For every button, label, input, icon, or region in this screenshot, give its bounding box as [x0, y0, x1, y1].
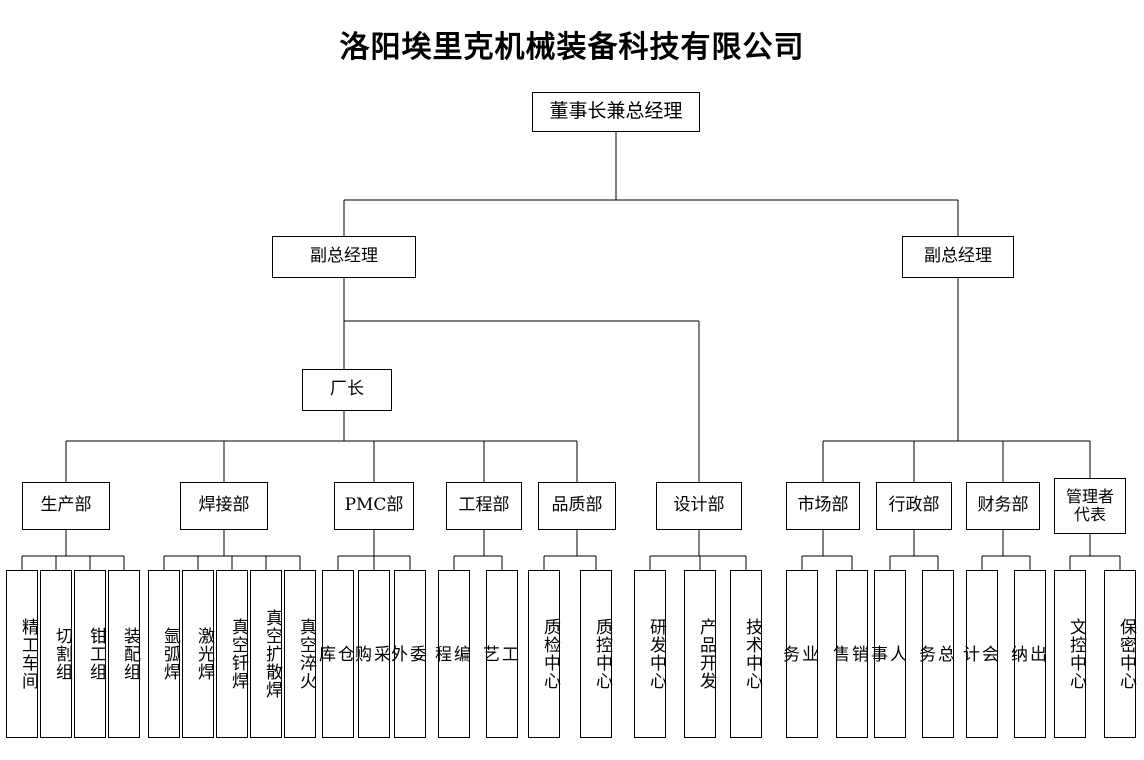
leaf-label: 钳工组 [86, 627, 106, 681]
department-box-welding[interactable]: 焊接部 [180, 482, 268, 530]
department-label-line2: 代表 [1073, 505, 1106, 524]
leaf-label: 真空钎焊 [228, 618, 248, 690]
leaf-box[interactable]: 出纳 [1006, 570, 1046, 738]
leaf-label: 技术中心 [742, 618, 762, 690]
vp-left-box[interactable]: 副总经理 [272, 236, 416, 278]
vp-right-box-label: 副总经理 [924, 246, 992, 267]
leaf-box[interactable]: 会计 [958, 570, 998, 738]
leaf-box[interactable]: 切割组 [40, 570, 72, 738]
leaf-label: 工艺 [478, 645, 518, 663]
leaf-label: 氩弧焊 [160, 627, 180, 681]
leaf-box[interactable]: 真空淬火 [284, 570, 316, 738]
leaf-box[interactable]: 钳工组 [74, 570, 106, 738]
leaf-label: 质控中心 [592, 618, 612, 690]
leaf-box[interactable]: 业务 [778, 570, 818, 738]
leaf-box[interactable]: 产品开发 [684, 570, 716, 738]
leaf-label: 激光焊 [194, 627, 214, 681]
plant-director-box-label: 厂长 [330, 379, 364, 400]
department-box-engineering[interactable]: 工程部 [446, 482, 522, 530]
department-label: 行政部 [888, 495, 940, 516]
leaf-box[interactable]: 质检中心 [528, 570, 560, 738]
leaf-box[interactable]: 真空钎焊 [216, 570, 248, 738]
leaf-box[interactable]: 真空扩散焊 [250, 570, 282, 738]
leaf-label: 切割组 [52, 627, 72, 681]
leaf-label: 仓库 [314, 645, 354, 663]
leaf-label: 会计 [958, 645, 998, 663]
leaf-label: 出纳 [1006, 645, 1046, 663]
leaf-label: 销售 [828, 645, 868, 663]
leaf-box[interactable]: 精工车间 [6, 570, 38, 738]
department-label: PMC部 [344, 495, 404, 516]
chairman-box[interactable]: 董事长兼总经理 [532, 92, 700, 132]
leaf-box[interactable]: 仓库 [314, 570, 354, 738]
leaf-box[interactable]: 销售 [828, 570, 868, 738]
leaf-box[interactable]: 氩弧焊 [148, 570, 180, 738]
leaf-label: 人事 [866, 645, 906, 663]
department-label: 焊接部 [198, 495, 250, 516]
department-box-finance[interactable]: 财务部 [966, 482, 1040, 530]
leaf-label: 保密中心 [1116, 618, 1136, 690]
leaf-box[interactable]: 人事 [866, 570, 906, 738]
vp-left-box-label: 副总经理 [310, 246, 378, 267]
leaf-label: 编程 [430, 645, 470, 663]
leaf-box[interactable]: 装配组 [108, 570, 140, 738]
department-label: 品质部 [551, 495, 603, 516]
leaf-label: 业务 [778, 645, 818, 663]
department-label: 生产部 [40, 495, 92, 516]
leaf-box[interactable]: 研发中心 [634, 570, 666, 738]
leaf-label: 装配组 [120, 627, 140, 681]
department-box-design[interactable]: 设计部 [656, 482, 742, 530]
department-label: 设计部 [673, 495, 725, 516]
leaf-box[interactable]: 文控中心 [1054, 570, 1086, 738]
department-box-admin[interactable]: 行政部 [876, 482, 952, 530]
plant-director-box[interactable]: 厂长 [302, 369, 392, 411]
leaf-box[interactable]: 质控中心 [580, 570, 612, 738]
leaf-box[interactable]: 委外 [386, 570, 426, 738]
leaf-label: 真空淬火 [296, 618, 316, 690]
department-label: 工程部 [458, 495, 510, 516]
leaf-label: 委外 [386, 645, 426, 663]
leaf-label: 精工车间 [18, 618, 38, 690]
department-box-quality[interactable]: 品质部 [538, 482, 616, 530]
department-box-market[interactable]: 市场部 [786, 482, 860, 530]
leaf-box[interactable]: 总务 [914, 570, 954, 738]
leaf-label: 研发中心 [646, 618, 666, 690]
department-box-mgmt_rep[interactable]: 管理者代表 [1054, 478, 1126, 534]
leaf-label: 总务 [914, 645, 954, 663]
leaf-box[interactable]: 编程 [430, 570, 470, 738]
department-box-pmc[interactable]: PMC部 [334, 482, 414, 530]
leaf-label: 真空扩散焊 [262, 609, 282, 699]
leaf-box[interactable]: 工艺 [478, 570, 518, 738]
vp-right-box[interactable]: 副总经理 [902, 236, 1014, 278]
department-label: 管理者 [1065, 487, 1114, 507]
leaf-label: 文控中心 [1066, 618, 1086, 690]
department-box-production[interactable]: 生产部 [22, 482, 110, 530]
leaf-label: 产品开发 [696, 618, 716, 690]
leaf-label: 采购 [350, 645, 390, 663]
chairman-box-label: 董事长兼总经理 [549, 100, 683, 123]
department-label: 市场部 [797, 495, 849, 516]
leaf-box[interactable]: 保密中心 [1104, 570, 1136, 738]
page-title: 洛阳埃里克机械装备科技有限公司 [339, 30, 805, 65]
department-label: 财务部 [977, 495, 1029, 516]
leaf-box[interactable]: 技术中心 [730, 570, 762, 738]
leaf-box[interactable]: 采购 [350, 570, 390, 738]
leaf-box[interactable]: 激光焊 [182, 570, 214, 738]
leaf-label: 质检中心 [540, 618, 560, 690]
